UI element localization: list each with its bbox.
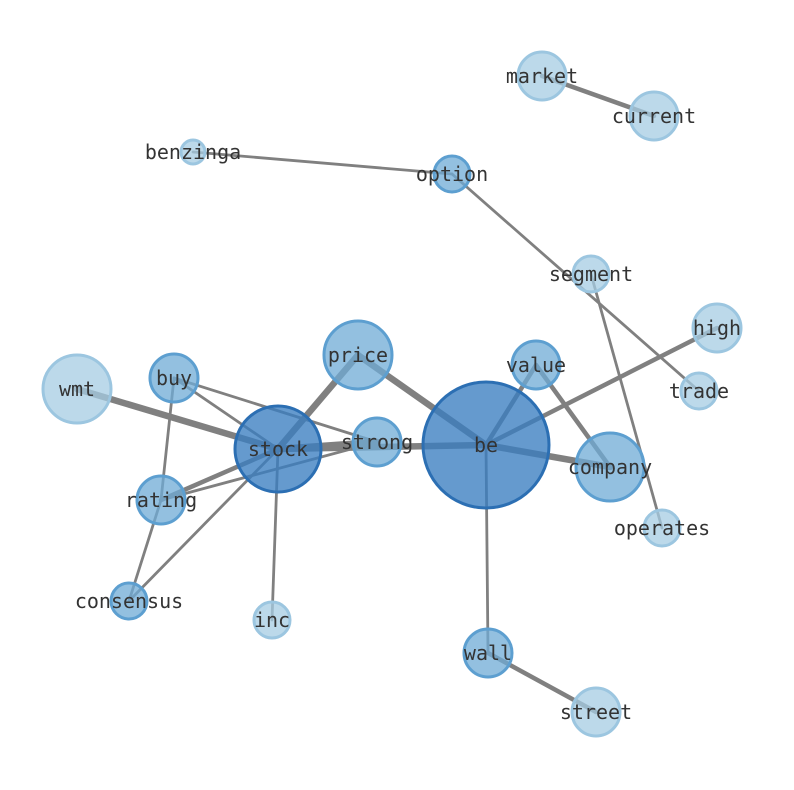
node-buy[interactable] — [148, 352, 200, 404]
node-street[interactable] — [570, 686, 622, 738]
node-label-stock: stock — [248, 437, 308, 461]
node-trade[interactable] — [679, 371, 719, 411]
node-rating[interactable] — [135, 474, 187, 526]
node-label-inc: inc — [254, 608, 290, 632]
node-strong[interactable] — [351, 416, 403, 468]
node-benzinga[interactable] — [179, 138, 207, 166]
node-wmt[interactable] — [41, 353, 113, 425]
node-label-be: be — [474, 433, 498, 457]
node-label-strong: strong — [341, 430, 413, 454]
node-consensus[interactable] — [109, 581, 149, 621]
node-stock[interactable] — [233, 404, 323, 494]
node-operates[interactable] — [642, 508, 682, 548]
node-label-option: option — [416, 162, 488, 186]
node-price[interactable] — [322, 319, 394, 391]
node-label-street: street — [560, 700, 632, 724]
edge-benzinga-option — [191, 150, 454, 176]
node-company[interactable] — [574, 431, 646, 503]
node-label-rating: rating — [125, 488, 197, 512]
node-label-current: current — [612, 104, 696, 128]
node-market[interactable] — [516, 50, 568, 102]
node-label-wall: wall — [464, 641, 512, 665]
node-option[interactable] — [432, 154, 472, 194]
node-wall[interactable] — [462, 627, 514, 679]
node-current[interactable] — [628, 90, 680, 142]
node-label-price: price — [328, 343, 388, 367]
node-label-trade: trade — [669, 379, 729, 403]
node-label-buy: buy — [156, 366, 192, 390]
node-label-consensus: consensus — [75, 589, 183, 613]
edge-segment-operates — [589, 272, 664, 530]
node-label-operates: operates — [614, 516, 710, 540]
node-high[interactable] — [691, 302, 743, 354]
node-label-high: high — [693, 316, 741, 340]
node-label-value: value — [506, 353, 566, 377]
node-label-wmt: wmt — [59, 377, 95, 401]
node-value[interactable] — [510, 339, 562, 391]
node-label-benzinga: benzinga — [145, 140, 241, 164]
nodes-layer — [41, 50, 743, 738]
node-label-segment: segment — [549, 262, 633, 286]
node-label-company: company — [568, 455, 652, 479]
node-be[interactable] — [421, 380, 551, 510]
node-segment[interactable] — [571, 254, 611, 294]
node-inc[interactable] — [252, 600, 292, 640]
node-label-market: market — [506, 64, 578, 88]
labels-layer: market current benzinga option segment high tr… — [59, 64, 741, 724]
